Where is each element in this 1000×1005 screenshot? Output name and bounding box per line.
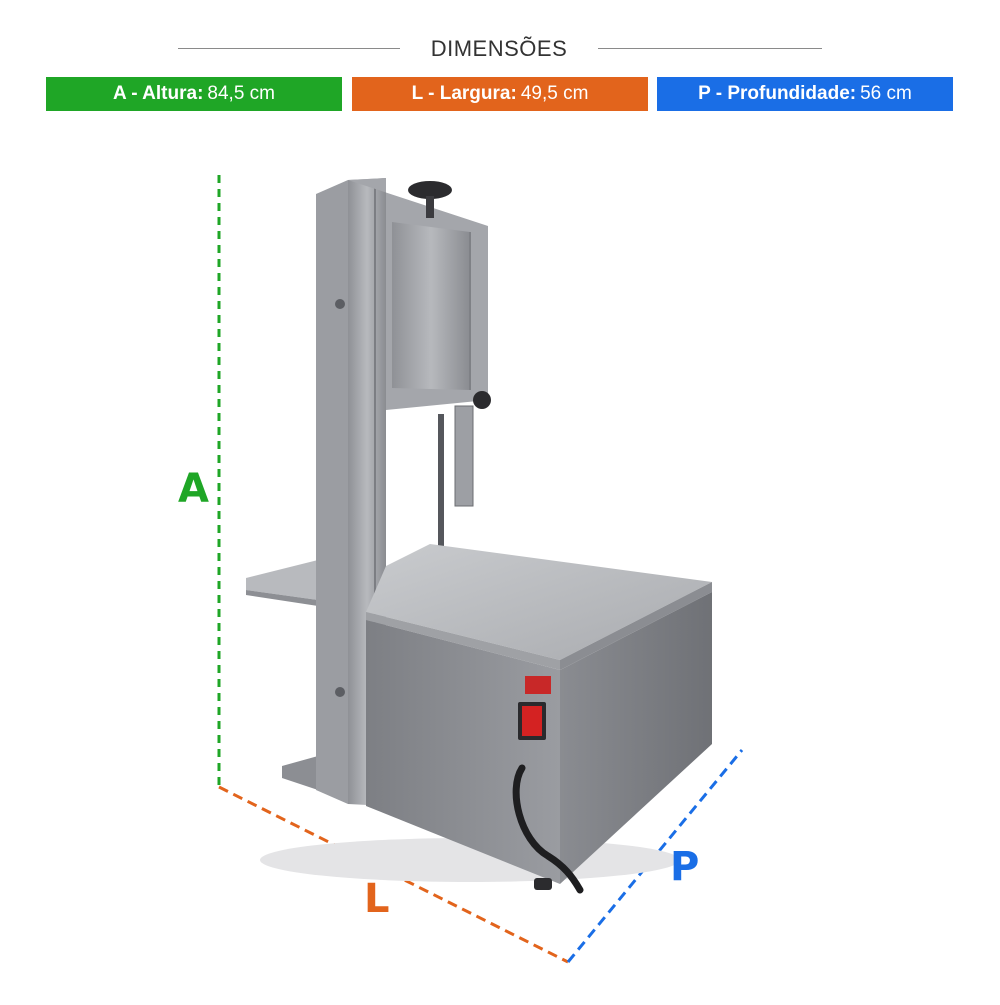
header-divider-left [178, 48, 400, 49]
blade-guide-knob-icon [473, 391, 491, 409]
blade-guide [454, 405, 474, 507]
housing-side [560, 592, 712, 884]
housing-front [366, 620, 560, 884]
height-axis-letter: A [178, 466, 209, 512]
depth-axis-letter: P [670, 844, 700, 890]
vertical-column-side [316, 180, 348, 804]
width-label: L - Largura: [411, 83, 517, 104]
column-bolt-top [335, 299, 345, 309]
power-cable [512, 764, 584, 894]
power-switch-rocker [522, 706, 542, 736]
tension-knob-stem [426, 196, 434, 218]
warning-label [525, 676, 551, 694]
wheel-cover [392, 222, 470, 390]
side-tray [246, 560, 318, 600]
height-badge: A - Altura: 84,5 cm [46, 77, 342, 111]
width-value: 49,5 cm [520, 83, 589, 104]
cutting-table-top [366, 544, 712, 660]
housing-foot [534, 878, 552, 890]
column-bolt-bottom [335, 687, 345, 697]
cutting-table-edge-front [366, 612, 560, 670]
depth-label: P - Profundidade: [698, 83, 857, 104]
tension-knob-icon [408, 181, 452, 199]
width-badge: L - Largura: 49,5 cm [352, 77, 648, 111]
width-axis-letter: L [364, 876, 390, 922]
height-value: 84,5 cm [207, 83, 275, 104]
dimensions-header: DIMENSÕES [0, 30, 1000, 70]
depth-badge: P - Profundidade: 56 cm [657, 77, 953, 111]
side-tray-edge [246, 590, 318, 606]
page-title: DIMENSÕES [430, 36, 568, 61]
base-foot [282, 756, 318, 790]
saw-blade [438, 414, 444, 554]
depth-value: 56 cm [860, 83, 912, 104]
cutting-table-edge-side [560, 582, 712, 670]
height-label: A - Altura: [112, 83, 204, 104]
header-divider-right [598, 48, 822, 49]
